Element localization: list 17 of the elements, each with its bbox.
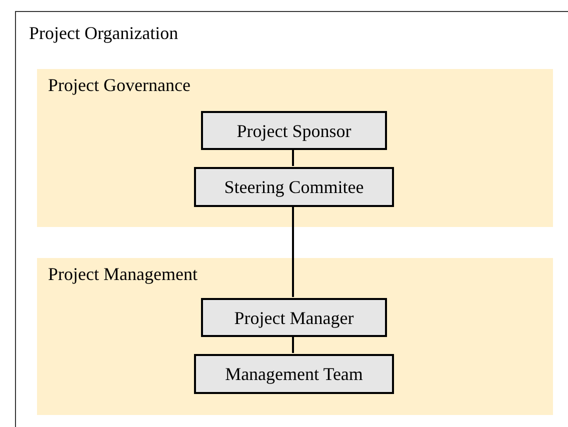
connector-line bbox=[292, 149, 294, 166]
group-band bbox=[37, 258, 553, 415]
role-label: Steering Commitee bbox=[224, 178, 364, 196]
organization-frame bbox=[15, 11, 568, 427]
group-title: Project Management bbox=[48, 265, 198, 283]
role-box bbox=[194, 354, 394, 394]
role-box bbox=[201, 298, 387, 337]
connector-line bbox=[292, 336, 294, 353]
role-label: Project Sponsor bbox=[236, 122, 352, 140]
connector-line bbox=[292, 206, 294, 297]
group-band bbox=[37, 69, 553, 227]
role-box bbox=[201, 111, 387, 150]
group-title: Project Governance bbox=[48, 76, 190, 94]
frame-title: Project Organization bbox=[29, 24, 178, 42]
role-label: Management Team bbox=[225, 365, 363, 383]
role-box bbox=[194, 167, 394, 207]
role-label: Project Manager bbox=[234, 308, 354, 326]
